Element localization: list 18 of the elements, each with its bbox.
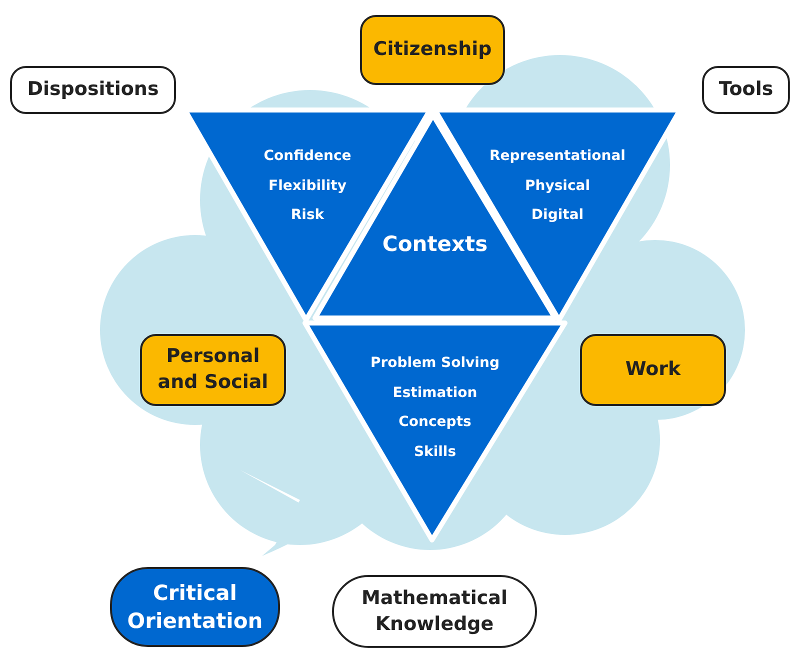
category-box: Critical Orientation [110,567,280,647]
center-label: Contexts [382,232,488,256]
list-item: Physical [524,178,590,194]
list-item: Confidence [264,148,352,164]
category-box: Mathematical Knowledge [332,575,537,648]
list-item: Skills [414,444,456,460]
list-item: Problem Solving [370,355,500,371]
category-box: Citizenship [360,15,505,85]
category-box: Work [580,334,726,406]
category-box: Dispositions [10,66,176,114]
category-box: Tools [702,66,790,114]
list-item: Risk [290,207,324,224]
list-item: Concepts [398,414,472,430]
category-box: Personal and Social [140,334,286,406]
list-item: Representational [490,148,626,164]
list-item: Digital [531,207,584,224]
list-item: Flexibility [268,178,346,194]
list-item: Estimation [392,384,478,401]
